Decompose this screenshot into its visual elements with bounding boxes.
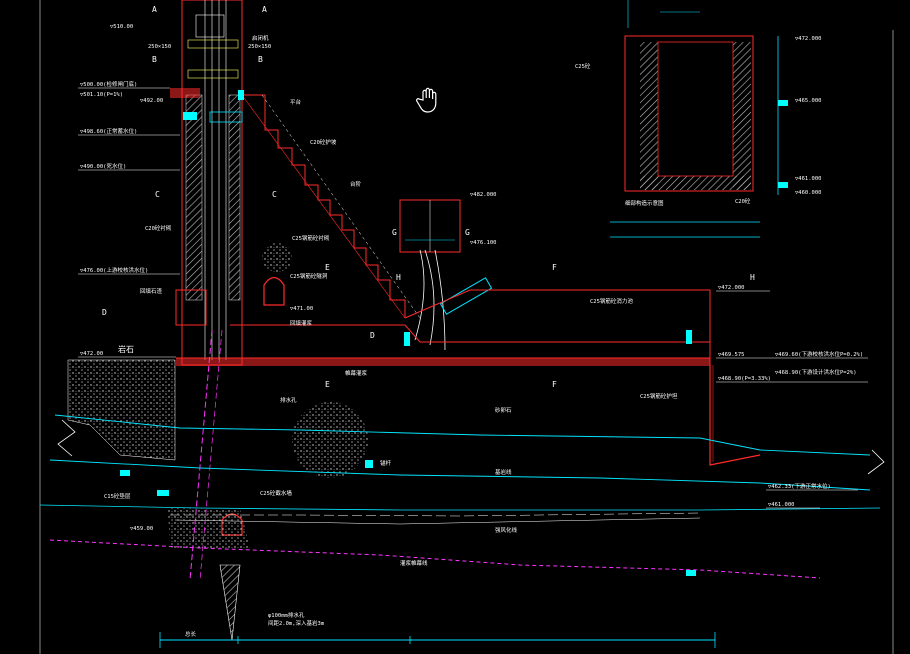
section-mark-g1: G bbox=[392, 228, 397, 237]
elev-bottom-3: ▽459.00 bbox=[130, 526, 153, 532]
label-anchor: 锚杆 bbox=[380, 459, 392, 467]
label-backfill: 回填灌浆 bbox=[290, 319, 313, 327]
leader-lines bbox=[78, 87, 868, 509]
label-inset-wall: C25砼 bbox=[575, 62, 591, 70]
elev-bottom-2: ▽461.000 bbox=[768, 502, 795, 508]
elev-channel-top: ▽472.00 bbox=[80, 351, 103, 357]
elev-right-b1: ▽469.575 bbox=[718, 352, 745, 358]
section-mark-e1: E bbox=[325, 263, 330, 272]
label-platform: 平台 bbox=[290, 98, 302, 106]
elev-right-b4: ▽468.90(P=3.33%) bbox=[718, 376, 771, 382]
elev-inset-4: ▽460.000 bbox=[795, 190, 822, 196]
inset-detail bbox=[610, 0, 779, 238]
section-mark-h2: H bbox=[750, 273, 755, 282]
hand-pan-icon[interactable] bbox=[415, 86, 441, 114]
elev-gate-sill-2: ▽492.00 bbox=[140, 98, 163, 104]
elev-right-top: ▽472.000 bbox=[718, 285, 745, 291]
elev-top-left: ▽510.00 bbox=[110, 24, 133, 30]
elev-inset-1: ▽472.000 bbox=[795, 36, 822, 42]
label-pile-note: 间距2.0m,深入基岩3m bbox=[268, 619, 325, 627]
label-shaft-size-2: 250×150 bbox=[248, 44, 271, 50]
stilling-basin bbox=[176, 289, 761, 466]
elev-channel-mid: ▽471.00 bbox=[290, 306, 313, 312]
section-mark-g2: G bbox=[465, 228, 470, 237]
label-hoist: 启闭机 bbox=[252, 34, 269, 42]
label-drain: 排水孔 bbox=[280, 396, 297, 404]
cyan-markers bbox=[120, 90, 788, 576]
section-mark-h1: H bbox=[396, 273, 401, 282]
elev-gate-sill-1: ▽500.00(检修闸门底) bbox=[80, 80, 137, 88]
label-apron: C25钢筋砼护坦 bbox=[640, 392, 678, 400]
section-mark-d1: D bbox=[102, 308, 107, 317]
label-tunnel: C25钢筋砼隧洞 bbox=[290, 272, 328, 280]
section-mark-d2: D bbox=[370, 331, 375, 340]
elev-right-b3: ▽468.90(下游设计洪水位P=2%) bbox=[775, 368, 857, 376]
elev-upstream: ▽476.00(上游校核洪水位) bbox=[80, 266, 148, 274]
elev-wl-3: ▽490.00(死水位) bbox=[80, 162, 126, 170]
label-grout-line: 灌浆帷幕线 bbox=[400, 559, 428, 567]
gate-chamber bbox=[399, 199, 493, 351]
fill-regions bbox=[67, 242, 368, 548]
label-fill: 回填石渣 bbox=[140, 287, 163, 295]
label-curtain: 帷幕灌浆 bbox=[345, 369, 368, 377]
intake-shaft bbox=[170, 0, 243, 366]
section-mark-e2: E bbox=[325, 380, 330, 389]
section-mark-a2: A bbox=[262, 5, 267, 14]
elev-wl-1: ▽501.10(P=1%) bbox=[80, 92, 123, 98]
section-mark-f1: F bbox=[552, 263, 557, 272]
label-c15-base: C15砼垫层 bbox=[104, 492, 131, 500]
label-bedrock: 基岩线 bbox=[495, 468, 512, 476]
section-mark-b1: B bbox=[152, 55, 157, 64]
elev-gate-low: ▽476.100 bbox=[470, 240, 497, 246]
label-inset-floor: C20砼 bbox=[735, 197, 751, 205]
section-mark-a1: A bbox=[152, 5, 157, 14]
label-cutoff: C25砼截水墙 bbox=[260, 489, 292, 497]
dam-slope-steps bbox=[241, 94, 421, 319]
label-dim-total: 总长 bbox=[185, 630, 197, 638]
label-inset: 细部构造示意图 bbox=[625, 199, 664, 207]
elev-bottom-1: ▽462.33(下游正常水位) bbox=[768, 482, 831, 490]
elev-inset-2: ▽465.000 bbox=[795, 98, 822, 104]
label-slope: C20砼护坡 bbox=[310, 138, 337, 146]
section-mark-b2: B bbox=[258, 55, 263, 64]
geology-lines bbox=[39, 329, 881, 581]
label-shaft-size: 250×150 bbox=[148, 44, 171, 50]
break-marks bbox=[57, 419, 885, 475]
drain-pile bbox=[219, 564, 241, 641]
label-gravel: 砂卵石 bbox=[495, 406, 512, 414]
elev-right-b2: ▽469.60(下游校核洪水位P=0.2%) bbox=[775, 350, 863, 358]
label-steps: 台阶 bbox=[350, 180, 362, 188]
section-mark-c1: C bbox=[155, 190, 160, 199]
dimension-line-bottom bbox=[159, 632, 716, 648]
elev-gate-top: ▽482.000 bbox=[470, 192, 497, 198]
labels: A A B B C C D D E E F F G G H H ▽510.00 … bbox=[80, 5, 863, 638]
section-mark-c2: C bbox=[272, 190, 277, 199]
label-stilling: C25钢筋砼消力池 bbox=[590, 297, 633, 305]
section-mark-f2: F bbox=[552, 380, 557, 389]
label-c25-lining: C25钢筋砼衬砌 bbox=[292, 234, 330, 242]
elev-wl-2: ▽498.60(正常蓄水位) bbox=[80, 127, 137, 135]
label-c20-concrete: C20砼衬砌 bbox=[145, 224, 172, 232]
label-pile: φ100mm排水孔 bbox=[268, 611, 305, 619]
elev-inset-3: ▽461.000 bbox=[795, 176, 822, 182]
label-weathered: 强风化线 bbox=[495, 526, 518, 534]
label-rock: 岩石 bbox=[118, 344, 134, 354]
